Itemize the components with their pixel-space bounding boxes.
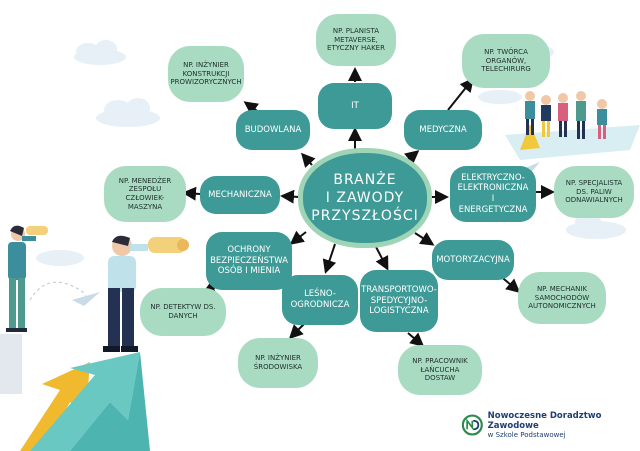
- yellow-arrow-icon: [20, 362, 90, 451]
- people-group-figure: [505, 91, 640, 160]
- center-line-3: PRZYSZŁOŚCI: [311, 208, 419, 225]
- man-binoculars-figure: [103, 235, 189, 352]
- branch-lesno: LEŚNO-OGRODNICZA: [282, 275, 358, 325]
- branch-it: IT: [318, 83, 392, 129]
- arrow-medyczna-example: [447, 77, 474, 111]
- example-lesno: NP. INŻYNIER ŚRODOWISKA: [238, 338, 318, 388]
- example-elektryczno: NP. SPECJALISTA DS. PALIW ODNAWIALNYCH: [554, 166, 634, 218]
- arrow-center-motoryzacyjna: [414, 232, 435, 246]
- nd-logo-icon: [462, 414, 483, 436]
- example-it: NP. PLANISTA METAVERSE, ETYCZNY HAKER: [316, 14, 396, 66]
- teal-arrow-icon: [30, 352, 140, 451]
- example-mechaniczna: NP. MENEDŻER ZESPOŁU CZŁOWIEK-MASZYNA: [104, 166, 186, 222]
- example-budowlana: NP. INŻYNIER KONSTRUKCJI PROWIZORYCZNYCH: [168, 46, 244, 102]
- branch-ochrony: OCHRONY BEZPIECZEŃSTWA OSÓB I MIENIA: [206, 232, 292, 290]
- branch-elektryczno: ELEKTRYCZNO-ELEKTRONICZNA I ENERGETYCZNA: [450, 166, 536, 222]
- arrow-center-budowlana: [300, 152, 316, 168]
- example-motoryzacyjna: NP. MECHANIK SAMOCHODÓW AUTONOMICZNYCH: [518, 272, 606, 324]
- arrow-mechaniczna-example: [182, 186, 201, 201]
- arrow-center-ochrony: [289, 230, 307, 245]
- arrow-center-transportowo: [374, 244, 389, 271]
- example-ochrony: NP. DETEKTYW DS. DANYCH: [140, 288, 226, 336]
- logo-title: Nowoczesne Doradztwo Zawodowe: [487, 411, 602, 431]
- branch-motoryzacyjna: MOTORYZACYJNA: [432, 240, 514, 280]
- paper-plane-icon: [72, 292, 100, 306]
- logo-subtitle: w Szkole Podstawowej: [487, 431, 566, 439]
- woman-binoculars-figure: [6, 225, 48, 332]
- arrow-center-lesno: [322, 243, 337, 274]
- organization-logo: Nowoczesne Doradztwo Zawodowe w Szkole P…: [462, 411, 632, 439]
- branch-budowlana: BUDOWLANA: [236, 110, 310, 150]
- example-medyczna: NP. TWÓRCA ORGANÓW, TELECHIRURG: [462, 34, 550, 88]
- branch-medyczna: MEDYCZNA: [404, 110, 482, 150]
- example-transportowo: NP. PRACOWNIK ŁAŃCUCHA DOSTAW: [398, 345, 482, 395]
- center-line-2: I ZAWODY: [325, 189, 405, 206]
- center-line-1: BRANŻE: [333, 171, 397, 188]
- arrow-transportowo-example: [407, 332, 425, 347]
- branch-transportowo: TRANSPORTOWO-SPEDYCYJNO-LOGISTYCZNA: [360, 270, 438, 332]
- branch-mechaniczna: MECHANICZNA: [200, 176, 280, 214]
- arrow-center-mechaniczna: [280, 189, 300, 204]
- center-node: BRANŻE I ZAWODY PRZYSZŁOŚCI: [298, 148, 432, 248]
